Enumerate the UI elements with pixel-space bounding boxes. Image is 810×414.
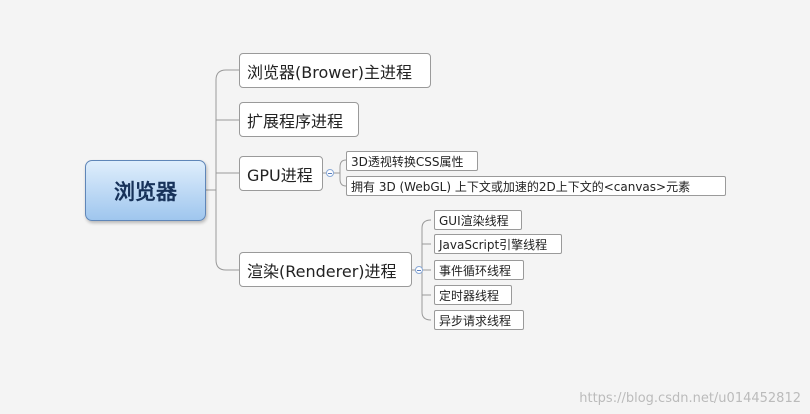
branch-extension-process[interactable]: 扩展程序进程	[239, 102, 359, 137]
renderer-child-js-engine-thread[interactable]: JavaScript引擎线程	[434, 234, 562, 254]
renderer-child-async-request-thread[interactable]: 异步请求线程	[434, 310, 524, 330]
renderer-child-event-loop-thread[interactable]: 事件循环线程	[434, 260, 524, 280]
renderer-child-gui-thread[interactable]: GUI渲染线程	[434, 210, 522, 230]
gpu-child-canvas[interactable]: 拥有 3D (WebGL) 上下文或加速的2D上下文的<canvas>元素	[346, 176, 726, 196]
branch-gpu-process[interactable]: GPU进程	[239, 156, 323, 191]
branch-renderer-process[interactable]: 渲染(Renderer)进程	[239, 252, 412, 287]
renderer-collapse-toggle[interactable]	[415, 266, 423, 274]
gpu-collapse-toggle[interactable]	[326, 169, 334, 177]
connector-branch-1	[215, 69, 239, 81]
renderer-child-timer-thread[interactable]: 定时器线程	[434, 285, 512, 305]
connector-branch-4	[215, 259, 239, 271]
root-node[interactable]: 浏览器	[85, 160, 206, 221]
branch-browser-main-process[interactable]: 浏览器(Brower)主进程	[239, 53, 431, 88]
watermark: https://blog.csdn.net/u014452812	[579, 391, 801, 406]
gpu-child-css-3d[interactable]: 3D透视转换CSS属性	[346, 151, 478, 171]
